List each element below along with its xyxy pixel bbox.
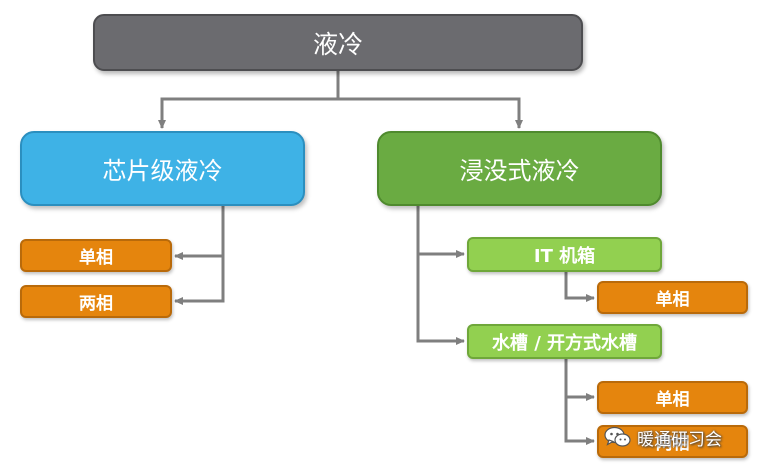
connector-tank-to-double	[564, 397, 595, 445]
node-label: 两相	[655, 434, 690, 454]
node-liquid-cooling: 液冷	[93, 14, 583, 71]
node-tank-two-phase: 两相	[597, 425, 748, 458]
connector-chip-to-double	[174, 256, 225, 305]
connector-immersion-to-itbox	[416, 206, 465, 258]
node-label: 单相	[79, 248, 113, 268]
connector-root-to-immersion	[338, 97, 523, 129]
node-tank-single-phase: 单相	[597, 381, 748, 414]
node-label: 两相	[79, 294, 113, 314]
node-immersion-liquid-cooling: 浸没式液冷	[377, 131, 662, 206]
connector-itbox-to-single	[564, 272, 595, 302]
connector-root-to-chip	[158, 71, 340, 129]
connector-chip-to-single	[174, 206, 225, 260]
node-tank: 水槽 / 开方式水槽	[467, 324, 662, 359]
node-chip-two-phase: 两相	[20, 285, 172, 318]
node-label: 单相	[655, 390, 690, 410]
node-label: 浸没式液冷	[459, 157, 580, 185]
node-label: IT 机箱	[533, 245, 596, 267]
node-it-chassis-single-phase: 单相	[597, 281, 748, 314]
node-label: 水槽 / 开方式水槽	[491, 332, 638, 354]
connector-immersion-to-tank	[416, 254, 465, 345]
connector-tank-to-single	[564, 359, 595, 401]
watermark-text: 暖通研习会	[637, 429, 722, 450]
watermark: 暖通研习会	[604, 424, 722, 450]
node-label: 液冷	[312, 29, 363, 59]
node-label: 单相	[655, 290, 690, 310]
node-chip-level-liquid-cooling: 芯片级液冷	[20, 131, 305, 206]
node-it-chassis: IT 机箱	[467, 237, 662, 272]
node-chip-single-phase: 单相	[20, 239, 172, 272]
wechat-icon	[604, 426, 631, 447]
node-label: 芯片级液冷	[102, 157, 223, 185]
